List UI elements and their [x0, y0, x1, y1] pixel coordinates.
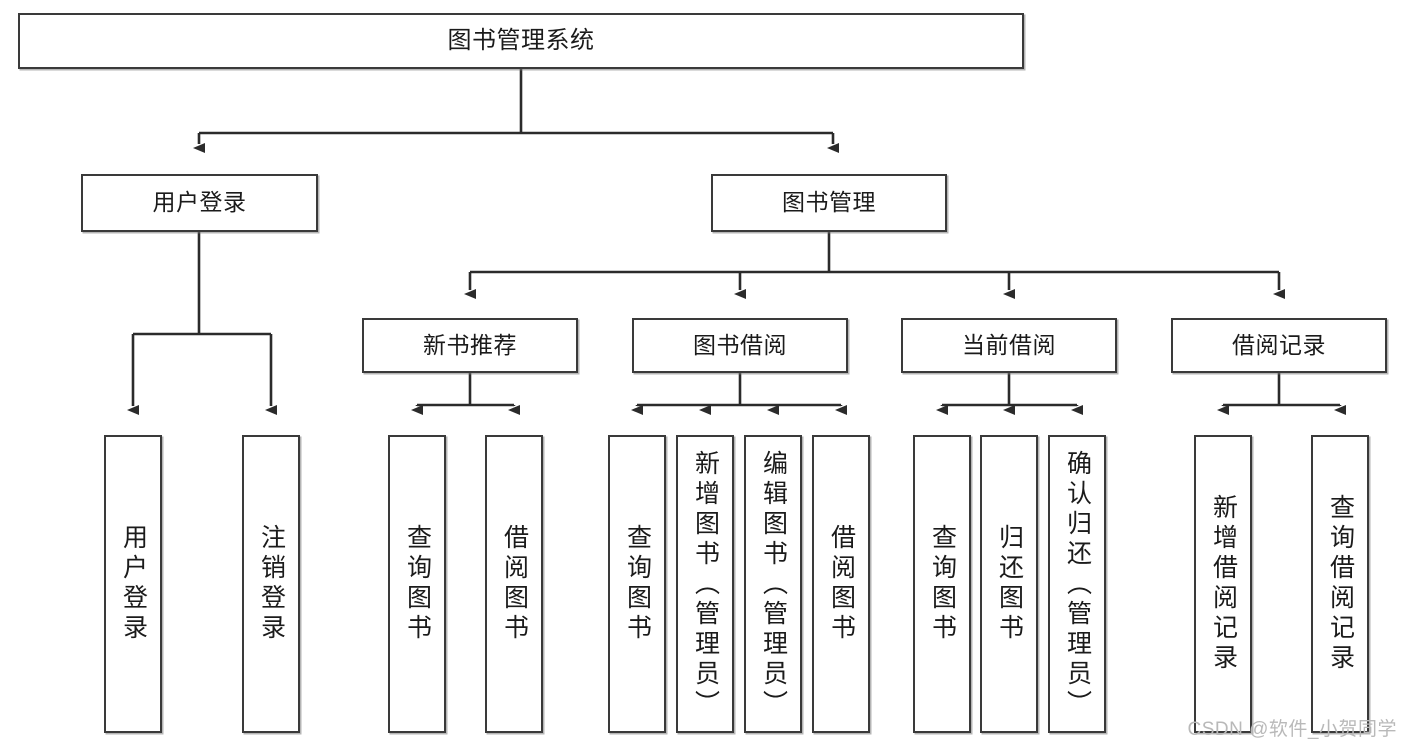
node-label: 借阅记录 [1232, 331, 1326, 358]
node-label: 查询图书 [623, 524, 652, 644]
node-label: 借阅图书 [827, 524, 856, 644]
node-book-management[interactable]: 图书管理 [711, 174, 947, 232]
node-current-borrow[interactable]: 当前借阅 [901, 318, 1117, 373]
node-label: 图书借阅 [693, 331, 787, 358]
leaf-borrow-record-add-record[interactable]: 新增借阅记录 [1194, 435, 1252, 733]
node-label: 新增图书（管理员） [691, 450, 720, 720]
node-label: 当前借阅 [962, 331, 1056, 358]
leaf-current-borrow-query-book[interactable]: 查询图书 [913, 435, 971, 733]
node-label: 用户登录 [152, 189, 247, 216]
leaf-borrow-record-query-record[interactable]: 查询借阅记录 [1311, 435, 1369, 733]
node-book-borrow[interactable]: 图书借阅 [632, 318, 848, 373]
node-label: 编辑图书（管理员） [759, 450, 788, 720]
node-label: 新书推荐 [423, 331, 517, 358]
leaf-book-borrow-edit-book[interactable]: 编辑图书（管理员） [744, 435, 802, 733]
leaf-current-borrow-confirm-return[interactable]: 确认归还（管理员） [1048, 435, 1106, 733]
node-borrow-record[interactable]: 借阅记录 [1171, 318, 1387, 373]
leaf-current-borrow-return-book[interactable]: 归还图书 [980, 435, 1038, 733]
node-label: 图书管理 [782, 189, 876, 216]
node-label: 查询图书 [403, 524, 432, 644]
leaf-user-login-login[interactable]: 用户登录 [104, 435, 162, 733]
node-label: 查询借阅记录 [1326, 494, 1355, 674]
node-user-login[interactable]: 用户登录 [81, 174, 318, 232]
node-label: 查询图书 [928, 524, 957, 644]
node-new-book-recommend[interactable]: 新书推荐 [362, 318, 578, 373]
node-label: 借阅图书 [500, 524, 529, 644]
leaf-book-borrow-borrow-book[interactable]: 借阅图书 [812, 435, 870, 733]
node-label: 确认归还（管理员） [1063, 450, 1092, 720]
node-label: 用户登录 [119, 524, 148, 644]
leaf-new-book-query-book[interactable]: 查询图书 [388, 435, 446, 733]
node-label: 新增借阅记录 [1209, 494, 1238, 674]
node-root-book-management-system[interactable]: 图书管理系统 [18, 13, 1024, 69]
node-label: 归还图书 [995, 524, 1024, 644]
leaf-user-login-logout[interactable]: 注销登录 [242, 435, 300, 733]
leaf-new-book-borrow-book[interactable]: 借阅图书 [485, 435, 543, 733]
watermark-text: CSDN @软件_小贺同学 [1187, 719, 1397, 740]
node-label: 注销登录 [257, 524, 286, 644]
node-label: 图书管理系统 [447, 26, 595, 54]
leaf-book-borrow-add-book[interactable]: 新增图书（管理员） [676, 435, 734, 733]
leaf-book-borrow-query-book[interactable]: 查询图书 [608, 435, 666, 733]
